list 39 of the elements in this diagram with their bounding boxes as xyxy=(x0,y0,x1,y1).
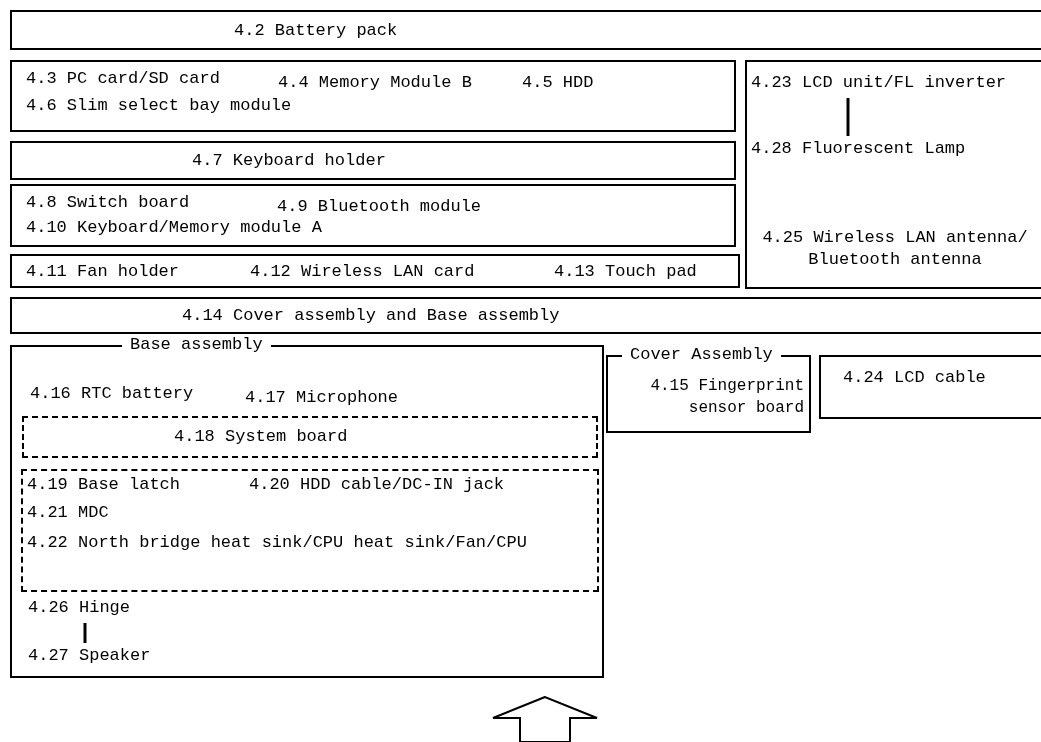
item-label: 4.11 Fan holder xyxy=(26,261,180,283)
item-label: 4.25 Wireless LAN antenna/ Bluetooth antenna xyxy=(751,227,1039,271)
item-label: 4.7 Keyboard holder xyxy=(192,150,386,172)
item-label: 4.9 Bluetooth module xyxy=(277,196,482,218)
item-label: 4.15 Fingerprint sensor board xyxy=(649,376,804,419)
item-label: 4.20 HDD cable/DC-IN jack xyxy=(249,474,505,496)
dashed-group-box xyxy=(22,416,598,458)
item-label: 4.17 Microphone xyxy=(245,387,399,409)
item-label: 4.28 Fluorescent Lamp xyxy=(751,138,966,160)
item-label: 4.18 System board xyxy=(174,426,348,448)
item-label: 4.27 Speaker xyxy=(28,645,151,667)
item-label: 4.8 Switch board xyxy=(26,192,190,214)
item-label: 4.22 North bridge heat sink/CPU heat sink/Fan/CPU xyxy=(27,532,527,554)
item-label: 4.10 Keyboard/Memory module A xyxy=(26,217,322,239)
item-label: 4.3 PC card/SD card xyxy=(26,68,220,90)
section-box xyxy=(10,184,736,247)
item-label: 4.16 RTC battery xyxy=(30,383,194,405)
section-box xyxy=(10,10,1041,50)
item-label: 4.13 Touch pad xyxy=(554,261,697,283)
item-label: 4.5 HDD xyxy=(522,72,594,94)
section-box xyxy=(819,355,1041,419)
connector-line xyxy=(83,623,87,643)
item-label: 4.26 Hinge xyxy=(28,597,131,619)
item-label: 4.19 Base latch xyxy=(27,474,181,496)
item-label: 4.24 LCD cable xyxy=(843,367,986,389)
item-label: 4.6 Slim select bay module xyxy=(26,95,292,117)
section-box xyxy=(10,60,736,132)
item-label: 4.23 LCD unit/FL inverter xyxy=(751,72,1007,94)
item-label: 4.2 Battery pack xyxy=(234,20,398,42)
dashed-group-box xyxy=(21,469,599,592)
item-label: 4.12 Wireless LAN card xyxy=(250,261,475,283)
section-box xyxy=(10,254,740,288)
connector-line xyxy=(846,98,850,136)
section-box xyxy=(10,141,736,180)
section-box xyxy=(10,297,1041,334)
item-label: 4.4 Memory Module B xyxy=(278,72,472,94)
section-box xyxy=(745,60,1041,289)
item-label: 4.14 Cover assembly and Base assembly xyxy=(182,305,560,327)
item-label: 4.21 MDC xyxy=(27,502,109,524)
